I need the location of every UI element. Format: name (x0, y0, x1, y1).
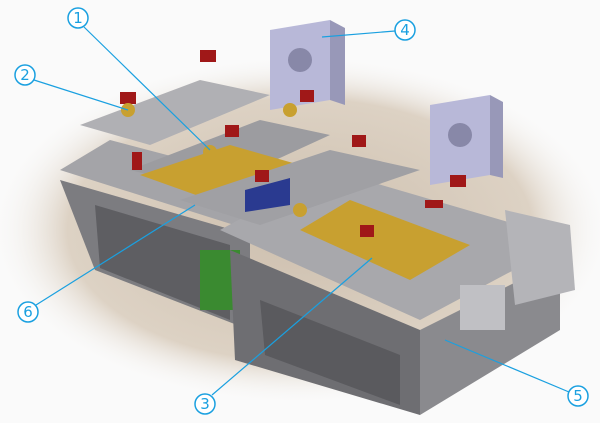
lavender-supports (270, 20, 503, 185)
callout-2: 2 (14, 64, 36, 86)
svg-text:1: 1 (73, 9, 83, 27)
side-cover (505, 210, 575, 305)
clamps (120, 50, 466, 257)
svg-text:2: 2 (20, 66, 30, 84)
callout-3: 3 (194, 393, 216, 415)
callout-4: 4 (394, 19, 416, 41)
svg-text:5: 5 (573, 387, 583, 405)
svg-text:6: 6 (23, 303, 33, 321)
svg-text:4: 4 (400, 21, 410, 39)
svg-text:3: 3 (200, 395, 210, 413)
callout-1: 1 (67, 7, 89, 29)
callout-5: 5 (567, 385, 589, 407)
upper-plates (80, 80, 420, 225)
callout-6: 6 (17, 301, 39, 323)
callouts (33, 26, 570, 396)
